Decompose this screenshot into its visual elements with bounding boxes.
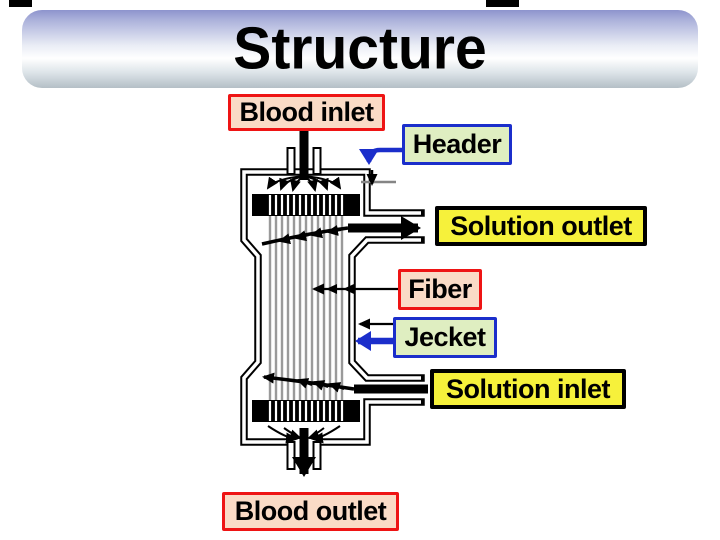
top-edge-artifact-left [9,0,32,7]
label-jecket-text: Jecket [404,322,486,352]
potting-band-bottom [252,400,360,422]
label-jecket: Jecket [393,317,497,358]
solution-inlet-flow [262,372,428,394]
header-label-arrow [359,147,402,165]
label-solution-inlet-text: Solution inlet [446,373,610,404]
title-bar: Structure [22,10,698,88]
blood-outlet-tube [286,428,322,477]
potting-band-top [252,194,360,216]
label-solution-inlet: Solution inlet [430,369,626,409]
label-blood-inlet-text: Blood inlet [239,97,374,127]
label-fiber: Fiber [398,269,482,310]
label-solution-outlet: Solution outlet [435,206,647,246]
label-header: Header [402,124,512,165]
jecket-label-arrows [355,318,394,351]
label-solution-outlet-text: Solution outlet [450,210,632,241]
label-blood-outlet-text: Blood outlet [234,496,387,526]
label-blood-inlet: Blood inlet [228,94,385,131]
top-edge-artifact-center [486,0,519,7]
solution-outlet-flow [261,216,421,246]
blood-inlet-tube [286,131,322,180]
label-header-text: Header [412,129,502,159]
jacket-casing [240,168,425,446]
fiber-bundle [268,194,344,422]
blood-distribution-arrows [266,175,342,192]
fiber-label-arrow [312,283,398,295]
label-fiber-text: Fiber [408,274,472,304]
blood-collection-arrows [267,425,341,444]
label-blood-outlet: Blood outlet [222,492,399,531]
page-title: Structure [233,15,487,82]
